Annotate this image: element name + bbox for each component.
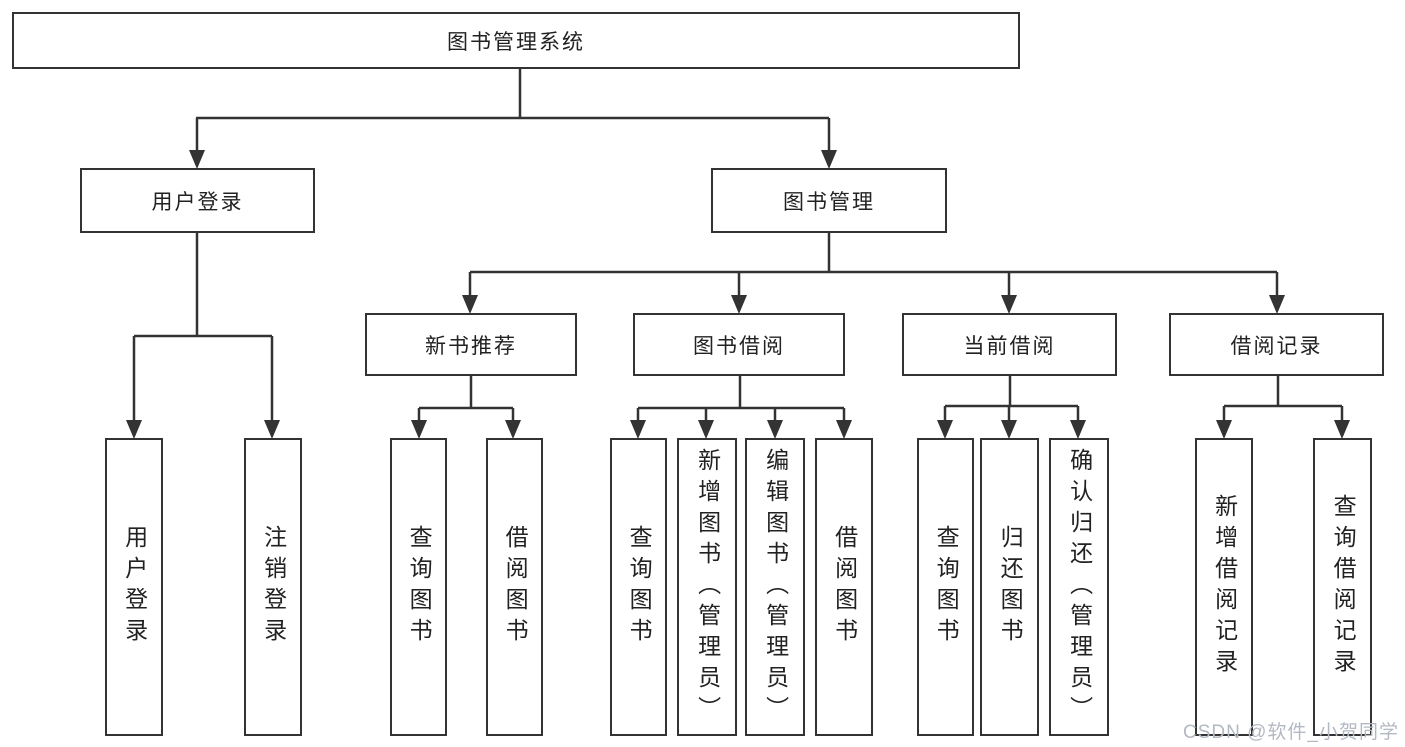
- watermark: CSDN @软件_小贺同学: [1183, 722, 1399, 743]
- leaf-add-borrow-record: 新增借阅记录: [1195, 438, 1253, 736]
- leaf-query-books-recommend: 查询图书: [390, 438, 447, 736]
- leaf-logout: 注销登录: [244, 438, 302, 736]
- node-book-borrow: 图书借阅: [633, 313, 845, 376]
- leaf-edit-book-admin: 编辑图书（管理员）: [745, 438, 805, 736]
- node-borrow-records: 借阅记录: [1169, 313, 1384, 376]
- leaf-confirm-return-admin: 确认归还（管理员）: [1049, 438, 1109, 736]
- leaf-query-books-current: 查询图书: [917, 438, 974, 736]
- leaf-return-book: 归还图书: [980, 438, 1039, 736]
- node-new-book-recommend: 新书推荐: [365, 313, 577, 376]
- leaf-user-login: 用户登录: [105, 438, 163, 736]
- node-book-management: 图书管理: [711, 168, 947, 233]
- leaf-borrow-books-recommend: 借阅图书: [486, 438, 543, 736]
- leaf-add-book-admin: 新增图书（管理员）: [677, 438, 737, 736]
- leaf-query-borrow-record: 查询借阅记录: [1313, 438, 1372, 736]
- leaf-query-books-borrow: 查询图书: [610, 438, 667, 736]
- leaf-borrow-books: 借阅图书: [815, 438, 873, 736]
- node-library-system: 图书管理系统: [12, 12, 1020, 69]
- node-user-login: 用户登录: [80, 168, 315, 233]
- node-current-borrow: 当前借阅: [902, 313, 1117, 376]
